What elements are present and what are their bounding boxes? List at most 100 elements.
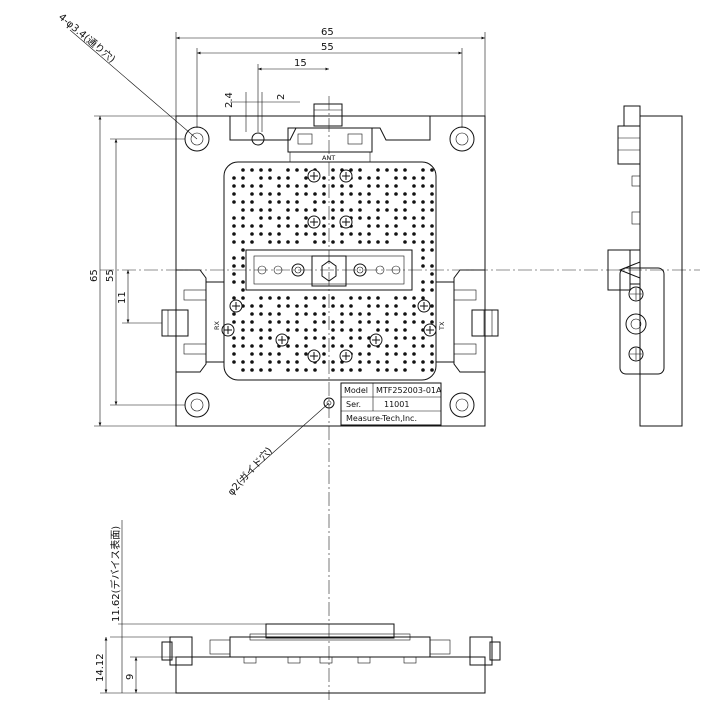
via-dot <box>304 208 308 212</box>
via-dot <box>358 360 362 364</box>
right-connector-body <box>435 281 455 363</box>
dim-side-9: 9 <box>125 674 136 680</box>
side-view-right <box>607 105 683 427</box>
via-dot <box>277 176 281 180</box>
via-dot <box>241 248 245 252</box>
via-dot <box>241 184 245 188</box>
via-dot <box>277 216 281 220</box>
via-dot <box>367 312 371 316</box>
via-dot <box>241 288 245 292</box>
via-dot <box>259 168 263 172</box>
via-dot <box>277 320 281 324</box>
via-dot <box>394 184 398 188</box>
via-dot <box>295 344 299 348</box>
via-dot <box>340 232 344 236</box>
via-dot <box>349 336 353 340</box>
via-dot <box>403 360 407 364</box>
port-label-right: TX <box>438 321 446 331</box>
via-dot <box>349 304 353 308</box>
via-dot <box>241 296 245 300</box>
via-dot <box>241 336 245 340</box>
via-dot <box>421 368 425 372</box>
via-dot <box>367 192 371 196</box>
via-dot <box>349 168 353 172</box>
via-dot <box>241 328 245 332</box>
via-dot <box>268 192 272 196</box>
via-dot <box>394 296 398 300</box>
via-dot <box>358 240 362 244</box>
via-dot <box>322 200 326 204</box>
via-dot <box>259 224 263 228</box>
via-dot <box>232 192 236 196</box>
via-dot <box>376 168 380 172</box>
via-dot <box>394 208 398 212</box>
via-dot <box>322 240 326 244</box>
side-view-bottom: 14.12 9 11.62(デバイス表面) <box>95 520 501 694</box>
via-dot <box>349 192 353 196</box>
via-dot <box>430 288 434 292</box>
via-dot <box>241 256 245 260</box>
via-dot <box>295 320 299 324</box>
via-dot <box>358 232 362 236</box>
via-dot <box>304 352 308 356</box>
via-dot <box>394 328 398 332</box>
via-dot <box>430 184 434 188</box>
via-dot <box>259 344 263 348</box>
via-dot <box>286 200 290 204</box>
via-dot <box>331 216 335 220</box>
top-view: ANT RX TX Model MTF252003-01A Ser. 11001… <box>100 96 700 700</box>
via-dot <box>268 176 272 180</box>
via-dot <box>232 224 236 228</box>
via-dot <box>358 368 362 372</box>
via-dot <box>241 176 245 180</box>
via-dot <box>367 224 371 228</box>
via-dot <box>313 240 317 244</box>
via-dot <box>286 320 290 324</box>
via-dot <box>250 360 254 364</box>
via-dot <box>250 232 254 236</box>
via-dot <box>394 232 398 236</box>
via-dot <box>385 208 389 212</box>
via-dot <box>394 368 398 372</box>
left-sma-connector <box>161 309 189 337</box>
via-dot <box>358 208 362 212</box>
via-dot <box>403 216 407 220</box>
via-dot <box>331 296 335 300</box>
via-dot <box>367 360 371 364</box>
via-dot <box>376 224 380 228</box>
via-dot <box>286 240 290 244</box>
via-dot <box>412 312 416 316</box>
via-dot <box>268 328 272 332</box>
via-dot <box>322 304 326 308</box>
via-dot <box>421 336 425 340</box>
via-dot <box>268 240 272 244</box>
via-dot <box>394 336 398 340</box>
via-dot <box>241 168 245 172</box>
right-clamp <box>453 269 485 373</box>
via-dot <box>421 344 425 348</box>
via-dot <box>322 360 326 364</box>
via-dot <box>304 224 308 228</box>
via-dot <box>331 304 335 308</box>
mounting-hole-bl <box>184 392 210 418</box>
via-dot <box>331 200 335 204</box>
via-dot <box>322 232 326 236</box>
via-dot <box>250 328 254 332</box>
via-dot <box>421 360 425 364</box>
via-dot <box>295 192 299 196</box>
via-dot <box>331 368 335 372</box>
via-dot <box>331 328 335 332</box>
via-dot <box>331 176 335 180</box>
via-dot <box>349 184 353 188</box>
via-dot <box>232 352 236 356</box>
via-dot <box>241 360 245 364</box>
via-dot <box>268 312 272 316</box>
via-dot <box>421 264 425 268</box>
via-dot <box>232 272 236 276</box>
via-dot <box>304 232 308 236</box>
via-dot <box>358 336 362 340</box>
via-dot <box>430 280 434 284</box>
via-dot <box>232 240 236 244</box>
via-dot <box>430 168 434 172</box>
via-dot <box>430 240 434 244</box>
